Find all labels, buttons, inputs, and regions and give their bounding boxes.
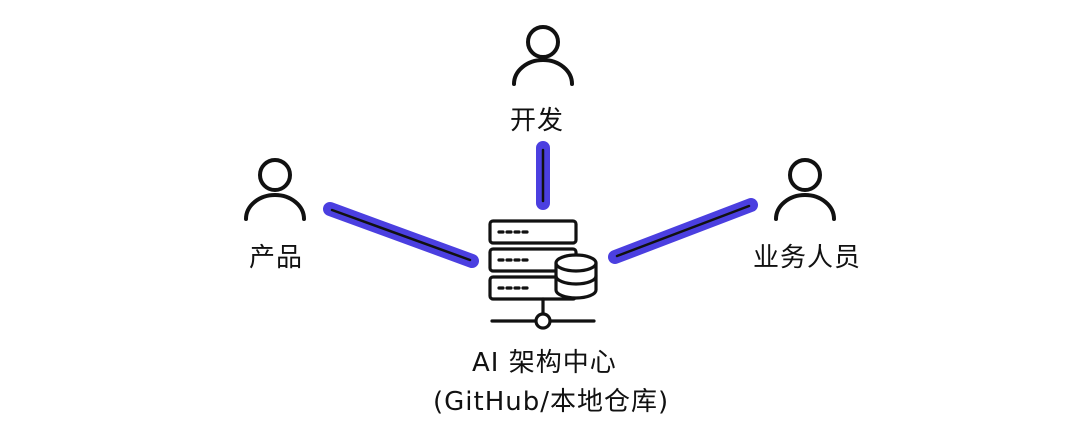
- connector-business-hub: [608, 198, 758, 264]
- hub-title: AI 架构中心: [472, 348, 617, 378]
- developer-person-icon: [512, 25, 574, 86]
- hub-subtitle: (GitHub/本地仓库): [433, 387, 670, 417]
- product-label: 产品: [249, 243, 304, 273]
- business-person-icon: [774, 158, 836, 221]
- developer-label: 开发: [510, 106, 565, 136]
- business-label: 业务人员: [753, 243, 862, 273]
- connector-product-hub: [323, 202, 479, 268]
- server-database-icon: [488, 219, 598, 330]
- connector-lines: [323, 141, 758, 268]
- product-person-icon: [244, 158, 306, 221]
